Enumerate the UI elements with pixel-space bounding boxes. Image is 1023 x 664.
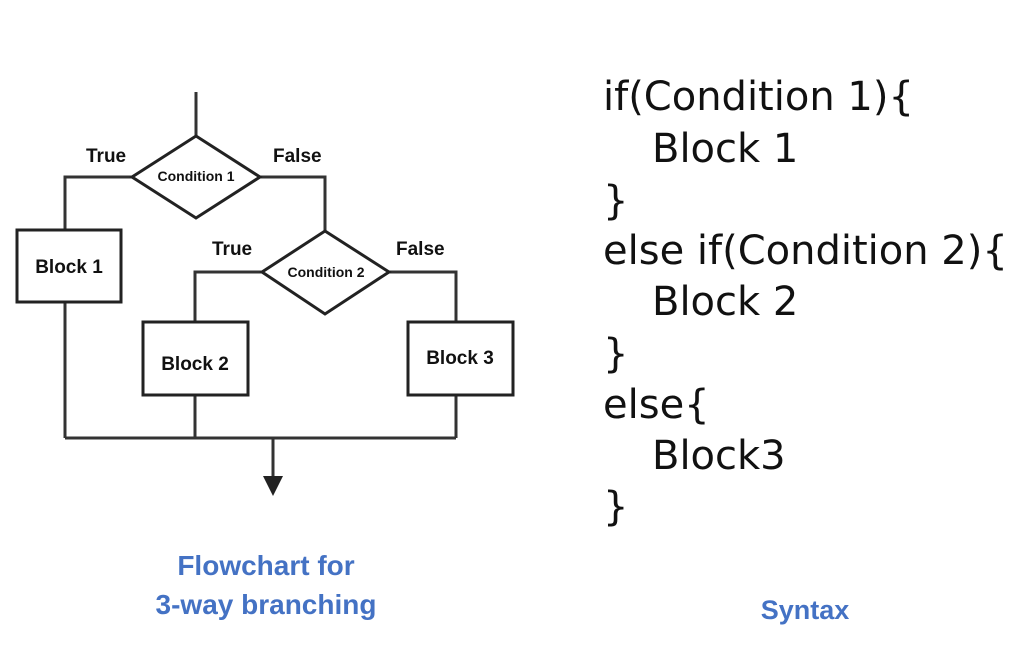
false2-connector [389, 270, 458, 322]
block3-box [406, 320, 515, 397]
false1-connector [260, 175, 327, 231]
code-line-close3: } [603, 484, 628, 530]
code-line-elseif: else if(Condition 2){ [603, 228, 1008, 274]
code-line-if: if(Condition 1){ [603, 74, 914, 120]
false1-label: False [273, 146, 322, 167]
block2-box [141, 320, 250, 397]
block3-label: Block 3 [426, 348, 494, 369]
block1-box [15, 228, 123, 304]
code-line-close2: } [603, 331, 628, 377]
block2-node: Block 2 [141, 320, 250, 397]
connector-lines [63, 92, 458, 496]
flowchart-caption-line1: Flowchart for [177, 550, 354, 581]
syntax-caption: Syntax [761, 595, 850, 625]
false2-label: False [396, 239, 445, 260]
condition2-node: Condition 2 [259, 229, 392, 316]
syntax-code-block: if(Condition 1){ Block 1 } else if(Condi… [603, 74, 1008, 530]
block1-node: Block 1 [15, 228, 123, 304]
code-line-block2: Block 2 [652, 279, 798, 325]
condition1-node: Condition 1 [129, 134, 263, 220]
condition2-label: Condition 2 [288, 264, 365, 280]
true1-connector [63, 175, 132, 230]
flowchart-caption-line2: 3-way branching [156, 589, 377, 620]
true1-label: True [86, 146, 126, 167]
condition1-label: Condition 1 [158, 168, 235, 184]
true2-label: True [212, 239, 252, 260]
condition1-diamond [129, 134, 263, 220]
code-line-block3: Block3 [652, 433, 786, 479]
code-line-close1: } [603, 178, 628, 224]
code-line-else: else{ [603, 382, 710, 428]
block2-label: Block 2 [161, 354, 229, 375]
true2-connector [193, 270, 262, 322]
condition2-diamond [259, 229, 392, 316]
code-line-block1: Block 1 [652, 126, 798, 172]
exit-arrowhead [263, 476, 283, 496]
block3-node: Block 3 [406, 320, 515, 397]
block1-label: Block 1 [35, 257, 103, 278]
